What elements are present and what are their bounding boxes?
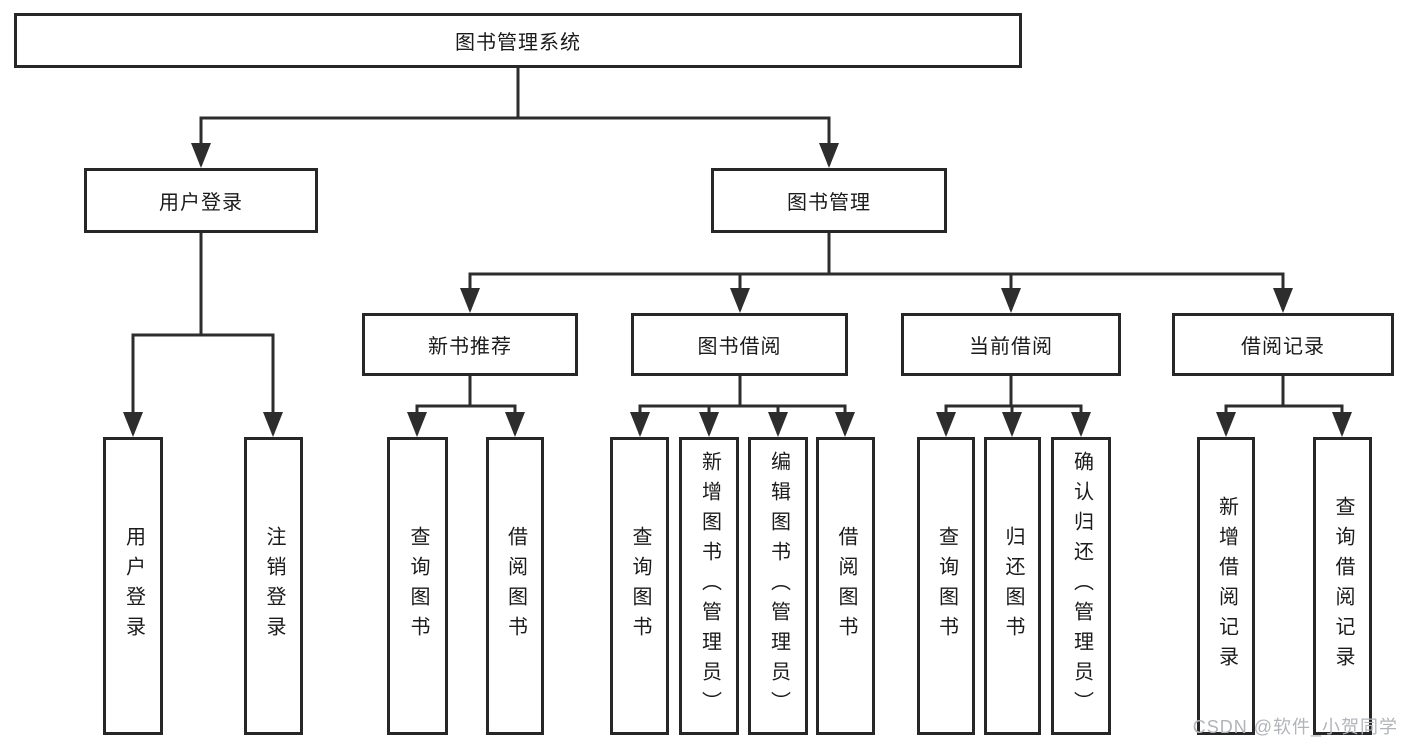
leaf-newbook-query-books-label: 查询图书 — [407, 526, 429, 646]
node-user-login: 用户登录 — [84, 168, 318, 233]
leaf-current-confirm-return-admin-label: 确认归还（管理员） — [1070, 451, 1093, 721]
node-current-borrow-label: 当前借阅 — [969, 336, 1053, 358]
leaf-borrow-add-books-admin: 新增图书（管理员） — [679, 437, 739, 735]
leaf-current-confirm-return-admin: 确认归还（管理员） — [1051, 437, 1111, 735]
connector-borrow-records-to-leaves — [1216, 376, 1352, 437]
leaf-user-login-label: 用户登录 — [122, 526, 145, 646]
leaf-logout: 注销登录 — [244, 437, 303, 735]
connector-new-book-recommend-to-leaves — [407, 376, 525, 437]
leaf-records-add-record-label: 新增借阅记录 — [1215, 496, 1238, 676]
node-root: 图书管理系统 — [14, 13, 1022, 68]
leaf-borrow-edit-books-admin-label: 编辑图书（管理员） — [767, 451, 790, 721]
node-borrow-records: 借阅记录 — [1172, 313, 1394, 376]
leaf-newbook-borrow-books: 借阅图书 — [486, 437, 544, 735]
leaf-logout-label: 注销登录 — [263, 526, 285, 646]
leaf-records-query-record: 查询借阅记录 — [1313, 437, 1372, 735]
node-user-login-label: 用户登录 — [159, 192, 243, 214]
node-book-borrow-label: 图书借阅 — [697, 336, 782, 358]
leaf-borrow-add-books-admin-label: 新增图书（管理员） — [698, 451, 721, 721]
leaf-user-login: 用户登录 — [103, 437, 163, 735]
connector-current-borrow-to-leaves — [936, 376, 1091, 437]
leaf-records-query-record-label: 查询借阅记录 — [1332, 496, 1354, 676]
leaf-current-return-books: 归还图书 — [984, 437, 1041, 735]
node-book-borrow: 图书借阅 — [631, 313, 848, 376]
leaf-current-query-books-label: 查询图书 — [935, 526, 958, 646]
leaf-newbook-borrow-books-label: 借阅图书 — [504, 526, 527, 646]
connector-user-login-to-leaves — [123, 233, 283, 437]
node-book-management-label: 图书管理 — [787, 192, 871, 214]
leaf-borrow-edit-books-admin: 编辑图书（管理员） — [748, 437, 808, 735]
connector-root-to-level2 — [191, 67, 839, 168]
leaf-current-query-books: 查询图书 — [917, 437, 975, 735]
node-book-management: 图书管理 — [711, 168, 947, 233]
connector-book-management-to-level3 — [460, 233, 1293, 313]
node-current-borrow: 当前借阅 — [901, 313, 1121, 376]
leaf-borrow-borrow-books-label: 借阅图书 — [835, 526, 857, 646]
leaf-current-return-books-label: 归还图书 — [1002, 526, 1024, 646]
leaf-records-add-record: 新增借阅记录 — [1197, 437, 1255, 735]
node-new-book-recommend-label: 新书推荐 — [428, 336, 512, 358]
csdn-watermark: CSDN @软件_小贺同学 — [1192, 717, 1398, 737]
node-borrow-records-label: 借阅记录 — [1241, 336, 1325, 358]
leaf-borrow-query-books: 查询图书 — [610, 437, 669, 735]
leaf-borrow-borrow-books: 借阅图书 — [816, 437, 875, 735]
connector-book-borrow-to-leaves — [630, 376, 855, 437]
node-root-label: 图书管理系统 — [455, 32, 581, 54]
node-new-book-recommend: 新书推荐 — [362, 313, 578, 376]
leaf-borrow-query-books-label: 查询图书 — [629, 526, 651, 646]
leaf-newbook-query-books: 查询图书 — [387, 437, 448, 735]
